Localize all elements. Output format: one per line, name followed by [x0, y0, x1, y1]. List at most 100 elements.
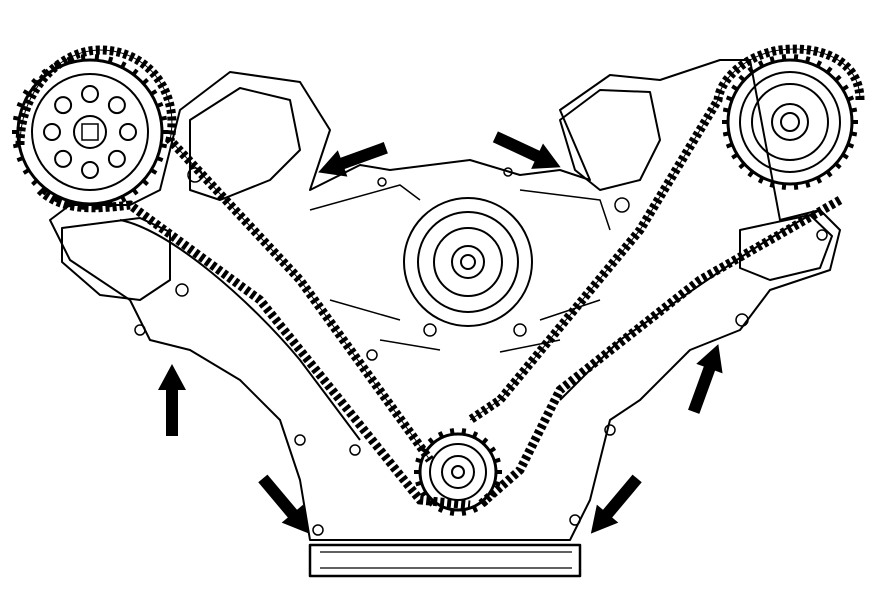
sprocket-tooth [847, 142, 855, 149]
sprocket-tooth [16, 101, 24, 108]
arrow-top-right [492, 131, 561, 169]
sprocket-tooth [731, 84, 739, 92]
sprocket-tooth [12, 115, 20, 121]
sprocket-hole [119, 123, 137, 141]
sprocket-tooth [471, 431, 479, 439]
sprocket-tooth [141, 78, 149, 85]
sprocket-tooth [757, 60, 765, 68]
sprocket-tooth [437, 431, 445, 439]
sprocket-tooth [847, 95, 855, 102]
sprocket-tooth [156, 101, 164, 108]
sprocket-tooth [850, 131, 858, 137]
sprocket-tooth [757, 176, 765, 184]
sprocket-tooth [160, 143, 168, 149]
sprocket-tooth [825, 66, 833, 74]
sprocket-tooth [80, 203, 86, 210]
sprocket-tooth [481, 499, 489, 507]
sprocket-tooth [415, 457, 423, 464]
sprocket-tooth [747, 170, 755, 178]
sprocket-hole [107, 149, 126, 168]
sprocket-tooth [427, 499, 435, 507]
sprocket-tooth [141, 179, 149, 186]
arrow-bottom-right [590, 474, 642, 534]
sprocket-tooth [107, 200, 114, 208]
sprocket-tooth [53, 61, 60, 69]
sprocket-tooth [815, 176, 823, 184]
sprocket-tooth [156, 156, 164, 163]
sprocket-tooth [725, 95, 733, 102]
arrow-bottom-left [258, 474, 310, 534]
sprocket-tooth [16, 156, 24, 163]
sprocket-tooth [725, 142, 733, 149]
sprocket-tooth [22, 168, 30, 175]
sprocket-tooth [419, 446, 428, 454]
sprocket-tooth [31, 179, 39, 186]
sprocket-tooth [437, 505, 445, 513]
sprocket-tooth [793, 183, 799, 190]
sprocket-tooth [107, 56, 114, 64]
sprocket-tooth [31, 78, 39, 85]
sprocket-tooth [488, 446, 497, 454]
sprocket-tooth [94, 203, 100, 210]
arrow-right-lower [688, 344, 723, 414]
sprocket-tooth [738, 74, 746, 82]
sprocket-tooth [834, 74, 842, 82]
arrow-left-lower [158, 364, 186, 436]
right-camshaft-sprocket [722, 54, 858, 190]
sprocket-tooth [419, 490, 428, 498]
sprocket-tooth [471, 505, 479, 513]
sprocket-tooth [12, 143, 20, 149]
sprocket-tooth [41, 68, 49, 76]
sprocket-hole [54, 96, 73, 115]
sprocket-tooth [150, 89, 158, 96]
crankshaft-sprocket [414, 428, 502, 516]
sprocket-tooth [815, 60, 823, 68]
sprocket-tooth [825, 170, 833, 178]
sprocket-tooth [160, 115, 168, 121]
sprocket-tooth [80, 54, 86, 61]
sprocket-tooth [449, 509, 455, 516]
sprocket-tooth [850, 107, 858, 113]
sprocket-tooth [834, 162, 842, 170]
sprocket-hole [54, 149, 73, 168]
sprocket-tooth [131, 68, 139, 76]
arrow-top-left [318, 142, 388, 177]
sprocket-tooth [120, 61, 127, 69]
sprocket-tooth [488, 490, 497, 498]
sprocket-tooth [841, 84, 849, 92]
sprocket-tooth [493, 480, 501, 487]
sprocket-tooth [53, 195, 60, 203]
sprocket-tooth [769, 56, 775, 63]
sprocket-tooth [461, 509, 467, 516]
sprocket-tooth [481, 437, 489, 445]
sprocket-tooth [493, 457, 501, 464]
left-camshaft-sprocket [12, 54, 168, 210]
sprocket-tooth [841, 152, 849, 160]
sprocket-tooth [722, 107, 730, 113]
sprocket-tooth [805, 56, 811, 63]
sprocket-tooth [94, 54, 100, 61]
chain-guide [19, 48, 861, 461]
sprocket-hole [81, 161, 99, 179]
sprocket-tooth [461, 428, 467, 435]
sprocket-tooth [66, 200, 73, 208]
sprocket-tooth [805, 181, 811, 188]
sprocket-tooth [722, 131, 730, 137]
sprocket-hole [81, 85, 99, 103]
sprocket-tooth [781, 54, 787, 61]
sprocket-tooth [415, 480, 423, 487]
sprocket-tooth [769, 181, 775, 188]
sprocket-tooth [66, 56, 73, 64]
sprocket-tooth [793, 54, 799, 61]
sprocket-tooth [22, 89, 30, 96]
sprocket-tooth [120, 195, 127, 203]
sprocket-tooth [150, 168, 158, 175]
sprocket-hole [107, 96, 126, 115]
sprocket-tooth [449, 428, 455, 435]
sprocket-tooth [781, 183, 787, 190]
sprocket-tooth [131, 188, 139, 196]
sprocket-tooth [427, 437, 435, 445]
sprocket-hole [43, 123, 61, 141]
sprocket-tooth [747, 66, 755, 74]
